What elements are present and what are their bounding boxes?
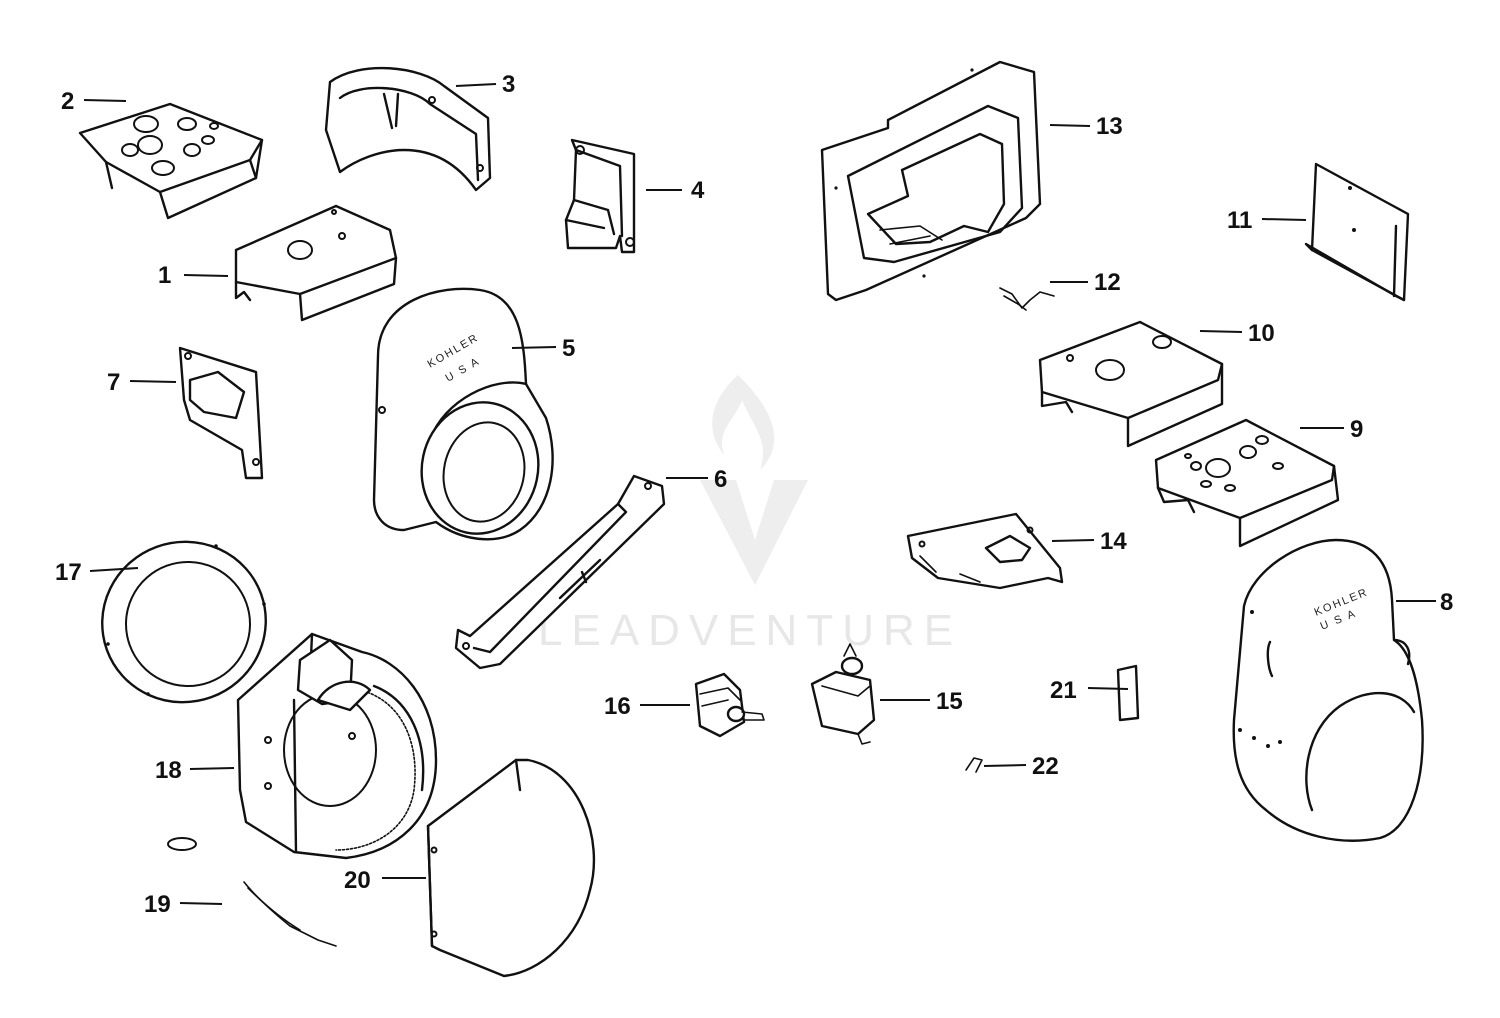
part-4-bracket: [564, 138, 636, 254]
part-15-switch: [810, 643, 876, 745]
part-12-clip: [999, 287, 1055, 311]
part-1-cover: [234, 204, 398, 322]
callout-6: 6: [714, 466, 727, 493]
part-11-plate: [1304, 162, 1410, 302]
callout-labels: 2 3 4 1 5 7 6 17 18 19 20 16 15 13 11 12…: [55, 71, 1453, 918]
callout-9: 9: [1350, 416, 1363, 443]
callout-13: 13: [1096, 113, 1123, 140]
watermark-flame-icon: [712, 375, 775, 470]
part-21-pad: [1116, 664, 1140, 722]
part-13-frame: [820, 60, 1042, 302]
callout-22: 22: [1032, 753, 1059, 780]
part-20-cover-plate: [426, 758, 596, 978]
part-18-scroll-housing: [236, 632, 438, 860]
part-3-baffle: [324, 66, 492, 192]
callout-18: 18: [155, 757, 182, 784]
callout-12: 12: [1094, 269, 1121, 296]
callout-19: 19: [144, 891, 171, 918]
part-5-blower-housing: KOHLER U S A: [372, 287, 554, 541]
part-14-bracket: [906, 512, 1064, 590]
callout-5: 5: [562, 335, 575, 362]
callout-20: 20: [344, 867, 371, 894]
callout-8: 8: [1440, 589, 1453, 616]
callout-15: 15: [936, 688, 963, 715]
part-10-cover: [1038, 320, 1224, 448]
part-9-perforated-cover: [1154, 418, 1340, 548]
part-19-strap: [167, 837, 337, 947]
part-16-toggle-switch: [694, 672, 765, 738]
callout-7: 7: [107, 369, 120, 396]
callout-4: 4: [691, 177, 705, 204]
watermark-text: LEADVENTURE: [538, 606, 962, 655]
part-7-bracket-plate: [178, 346, 264, 480]
part-17-ring: [101, 540, 267, 704]
leader-lines: [83, 83, 1436, 905]
callout-2: 2: [61, 88, 74, 115]
part-2-plate: [78, 102, 264, 220]
callout-21: 21: [1050, 677, 1077, 704]
part-6-strap: [454, 474, 666, 670]
part-22-pin: [965, 757, 983, 773]
callout-3: 3: [502, 71, 515, 98]
part-8-blower-housing: KOHLER U S A: [1232, 538, 1424, 842]
callout-10: 10: [1248, 320, 1275, 347]
watermark-v-icon: [700, 480, 808, 585]
callout-17: 17: [55, 559, 82, 586]
callout-11: 11: [1227, 207, 1252, 234]
watermark: LEADVENTURE: [538, 375, 962, 655]
callout-1: 1: [158, 262, 171, 289]
callout-16: 16: [604, 693, 631, 720]
callout-14: 14: [1100, 528, 1127, 555]
